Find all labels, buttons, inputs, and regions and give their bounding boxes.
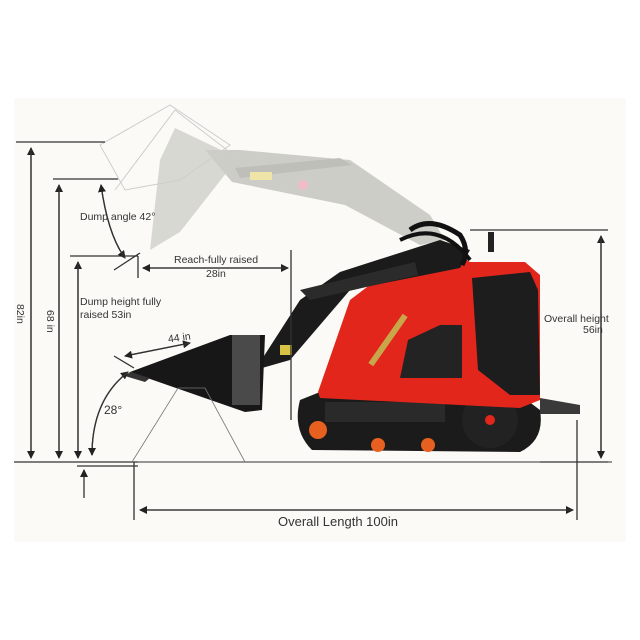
dump-angle-label: Dump angle 42° [80, 211, 156, 223]
height-68-label: 68 in [44, 310, 56, 333]
dump-height-value-label: raised 53in [80, 309, 132, 321]
reach-value-label: 28in [206, 268, 226, 280]
raised-arm-ghost [99, 104, 445, 250]
rollback-angle-label: 28° [104, 403, 123, 417]
overall-height-value-label: 56in [583, 324, 603, 336]
dump-height-label: Dump height fully [80, 296, 162, 308]
overall-length-label: Overall Length 100in [278, 514, 398, 529]
dimension-lines [14, 141, 612, 520]
height-82-label: 82in [14, 304, 26, 324]
loader-body [125, 221, 580, 452]
reach-label: Reach-fully raised [174, 254, 259, 266]
overall-height-label: Overall height [544, 313, 609, 325]
